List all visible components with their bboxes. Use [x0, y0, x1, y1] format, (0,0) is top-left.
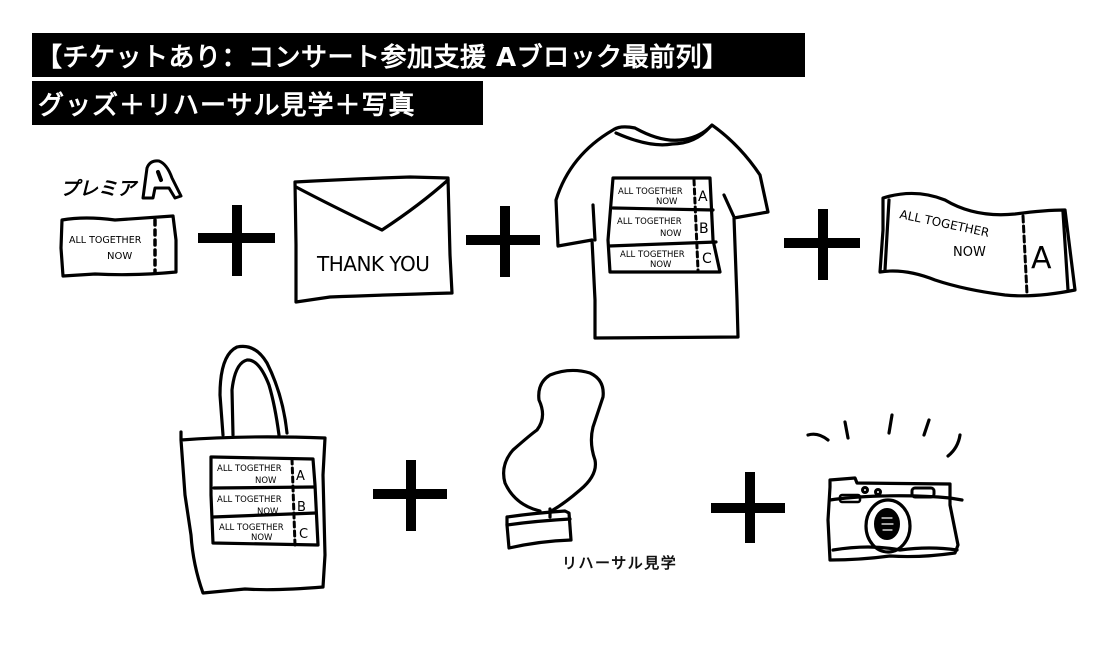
tote-row3-line1: ALL TOGETHER	[219, 523, 284, 533]
envelope-text: THANK YOU	[316, 252, 429, 276]
premium-badge-label: プレミア	[60, 178, 139, 200]
tote-row3-block: C	[299, 527, 308, 542]
tote-row2-line2: NOW	[257, 507, 279, 517]
muffler-towel-icon: ALL TOGETHER NOW A	[878, 191, 1077, 298]
tshirt-row1-block: A	[698, 189, 708, 205]
tshirt-row2-line1: ALL TOGETHER	[617, 217, 682, 227]
tshirt-row2-line2: NOW	[660, 229, 682, 239]
plus-icon	[711, 472, 785, 543]
tshirt-row2-block: B	[699, 221, 709, 237]
ticket-line2: NOW	[107, 251, 132, 262]
tote-row2-line1: ALL TOGETHER	[217, 495, 282, 505]
tshirt-row3-line2: NOW	[650, 260, 672, 270]
tshirt-print-row: ALL TOGETHER NOW A	[618, 187, 708, 207]
tote-print-row: ALL TOGETHER NOW C	[219, 523, 308, 543]
plus-icon	[466, 206, 540, 277]
tote-print-row: ALL TOGETHER NOW A	[217, 464, 305, 486]
tshirt-row1-line2: NOW	[656, 197, 678, 207]
towel-line2: NOW	[953, 245, 986, 260]
tote-print-row: ALL TOGETHER NOW B	[217, 495, 306, 517]
plus-icon	[784, 209, 860, 280]
title-banner-line1: 【チケットあり：コンサート参加支援 Aブロック最前列】	[32, 33, 805, 77]
rehearsal-icon	[502, 368, 605, 550]
tote-row2-block: B	[297, 500, 306, 515]
title-line1-text: 【チケットあり：コンサート参加支援 Aブロック最前列】	[36, 42, 729, 73]
plus-icon	[373, 460, 447, 531]
rehearsal-caption: リハーサル見学	[562, 554, 678, 572]
thank-you-envelope-icon: THANK YOU	[293, 175, 454, 304]
towel-block: A	[1031, 241, 1052, 276]
tshirt-row3-block: C	[702, 251, 712, 267]
premium-ticket-icon: プレミア ALL TOGETHER NOW	[59, 159, 183, 278]
tote-bag-icon: ALL TOGETHER NOW A ALL TOGETHER NOW B AL…	[179, 344, 327, 595]
tshirt-icon: ALL TOGETHER NOW A ALL TOGETHER NOW B AL…	[554, 123, 770, 340]
camera-icon	[806, 413, 964, 562]
tote-row3-line2: NOW	[251, 533, 273, 543]
tshirt-row1-line1: ALL TOGETHER	[618, 187, 683, 197]
plus-icon	[198, 205, 275, 276]
title-line2-text: グッズ＋リハーサル見学＋写真	[38, 90, 416, 121]
tshirt-print-row: ALL TOGETHER NOW C	[620, 250, 712, 270]
tote-row1-line2: NOW	[255, 476, 277, 486]
ticket-line1: ALL TOGETHER	[69, 235, 142, 246]
tote-row1-line1: ALL TOGETHER	[217, 464, 282, 474]
tshirt-print-row: ALL TOGETHER NOW B	[617, 217, 709, 239]
title-banner-line2: グッズ＋リハーサル見学＋写真	[32, 81, 483, 125]
tote-row1-block: A	[296, 469, 305, 484]
tshirt-row3-line1: ALL TOGETHER	[620, 250, 685, 260]
